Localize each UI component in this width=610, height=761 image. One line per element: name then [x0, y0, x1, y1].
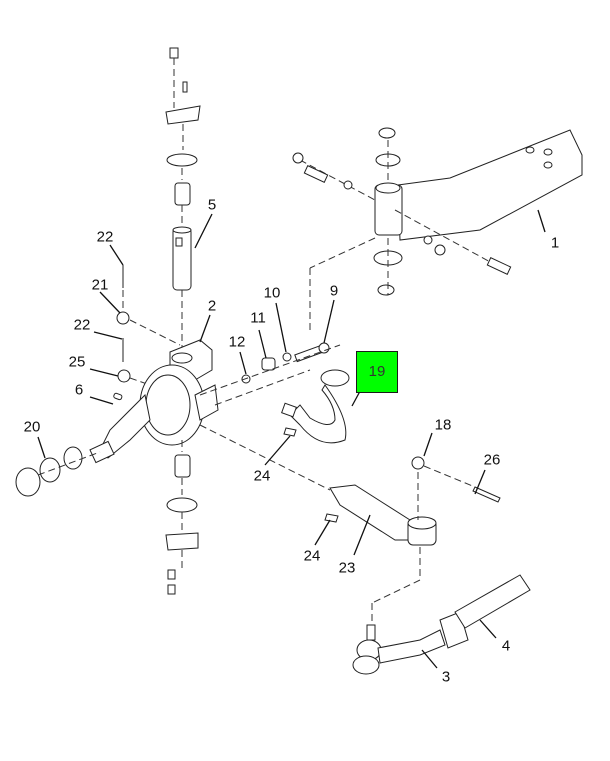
- callout-18[interactable]: 18: [434, 416, 452, 434]
- left-cotter-hardware: [113, 265, 181, 401]
- grease-fitting-top: [182, 81, 188, 93]
- callout-25[interactable]: 25: [68, 353, 86, 371]
- callout-11[interactable]: 11: [250, 309, 266, 327]
- king-pin-top-hardware: [165, 47, 201, 226]
- callout-22-lower[interactable]: 22: [73, 316, 91, 334]
- spindle-hardware: [15, 446, 101, 497]
- cross-arm-bolt-stack: [199, 342, 341, 406]
- callout-6[interactable]: 6: [74, 381, 84, 399]
- callout-21[interactable]: 21: [91, 276, 109, 294]
- callout-24-lower[interactable]: 24: [303, 547, 321, 565]
- callout-1[interactable]: 1: [550, 234, 560, 252]
- cap-plate-top: [165, 105, 201, 125]
- callout-12[interactable]: 12: [228, 333, 246, 351]
- steering-knuckle: [89, 339, 219, 464]
- callout-19-label: 19: [368, 363, 386, 380]
- callout-2[interactable]: 2: [207, 297, 217, 315]
- leader-lines: [37, 209, 546, 669]
- axle-beam: [292, 127, 583, 330]
- callout-24-upper[interactable]: 24: [253, 467, 271, 485]
- callout-3[interactable]: 3: [441, 668, 451, 686]
- bushing-top: [174, 182, 191, 206]
- callout-10[interactable]: 10: [263, 284, 281, 302]
- callout-23[interactable]: 23: [338, 559, 356, 577]
- callout-20[interactable]: 20: [23, 418, 41, 436]
- tie-rod-assembly: [352, 574, 531, 675]
- callout-26[interactable]: 26: [483, 451, 501, 469]
- callout-22-upper[interactable]: 22: [96, 228, 114, 246]
- callout-19-highlight[interactable]: 19: [356, 351, 398, 393]
- cap-bolt-top: [169, 47, 179, 59]
- king-pin-bottom-hardware: [165, 440, 199, 595]
- callout-5[interactable]: 5: [207, 196, 217, 214]
- callout-4[interactable]: 4: [501, 637, 511, 655]
- steering-arm: [199, 424, 501, 628]
- gasket-top: [166, 153, 198, 167]
- cross-arm: [281, 369, 350, 444]
- king-pin: [172, 226, 192, 352]
- callout-9[interactable]: 9: [329, 282, 339, 300]
